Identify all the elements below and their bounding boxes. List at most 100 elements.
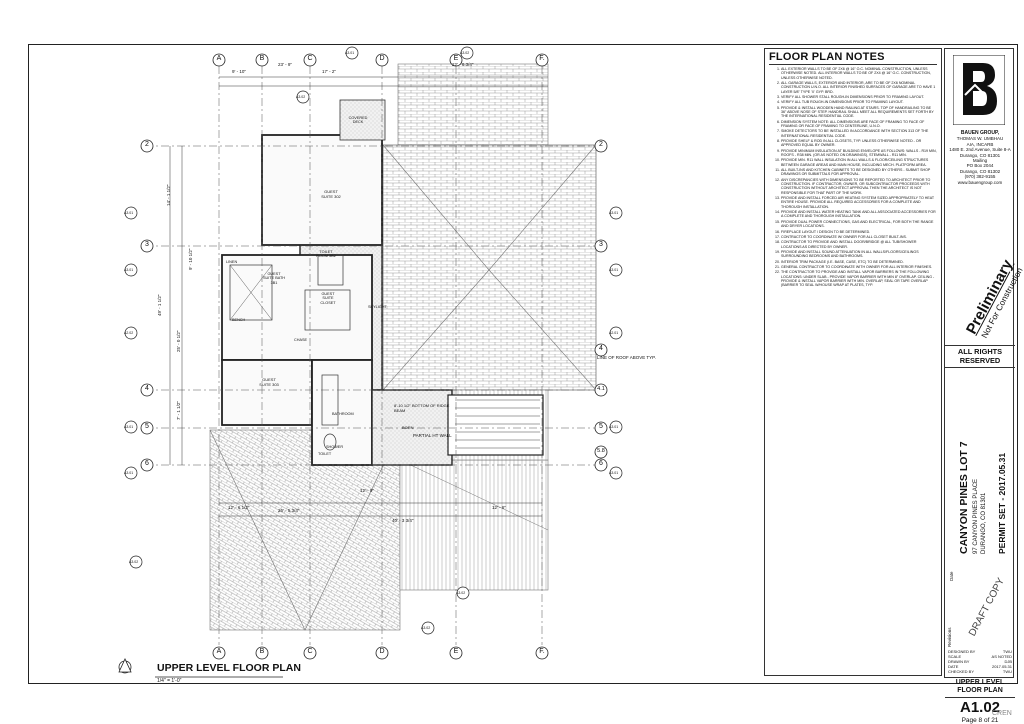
grid-col-B-bottom: B [259, 648, 265, 655]
permit-set: PERMIT SET - 2017.05.31 [997, 452, 1007, 554]
grid-row-3-right: 3 [599, 241, 603, 248]
section-tag: A3.02 [460, 51, 470, 55]
drawing-sheet-border [28, 44, 1018, 684]
section-tag: A3.01 [124, 268, 134, 272]
firm-line: 1480 E. 2nd Avenue, Suite 8-A [949, 147, 1011, 153]
project-address-1: 97 CANYON PINES PLACE [973, 478, 979, 554]
dim-bottom-0: 12' - 6 1/2" [228, 505, 250, 510]
firm-line: Durango, CO 81302 [959, 168, 1001, 174]
project-name: CANYON PINES LOT 7 [958, 441, 970, 554]
meta-value: 2017.05.31 [991, 664, 1012, 669]
grid-col-B-top: B [259, 55, 265, 62]
room-label-guest-closet: GUEST SUITE CLOSET [320, 292, 336, 305]
guest-bath-block [221, 254, 373, 361]
grid-col-F-top: F. [539, 55, 545, 62]
meta-key: DESIGNED BY [948, 649, 976, 654]
firm-line: www.bauengroup.com [957, 179, 1003, 185]
note-item: SMOKE DETECTORS TO BE INSTALLED IN ACCOR… [781, 129, 937, 138]
all-rights-reserved: ALL RIGHTS RESERVED [945, 345, 1015, 368]
section-tag: A3.01 [609, 471, 619, 475]
section-tag: A3.01 [345, 51, 355, 55]
annotation-partial-wall: PARTIAL HT WALL [413, 433, 452, 438]
grid-col-C-top: C [307, 55, 313, 62]
roof-area-top [397, 63, 549, 147]
grid-row-2-right: 2 [599, 141, 603, 148]
note-item: THE CONTRACTOR TO PROVIDE AND INSTALL VA… [781, 270, 937, 287]
firm-line: Durango, CO 81301 [959, 152, 1001, 158]
meta-key: CHECKED BY [948, 669, 975, 674]
note-item: ALL BUILT-INS AND KITCHEN CABINETS TO BE… [781, 168, 937, 177]
note-item: PROVIDE SHELF & ROD IN ALL CLOSETS, TYP.… [781, 139, 937, 148]
grid-col-E-top: E [453, 55, 459, 62]
grid-col-A-top: A [216, 55, 222, 62]
room-label-guest-suite-303: GUEST SUITE 303 [259, 377, 279, 387]
bauen-logo-icon [953, 55, 1005, 125]
stair [447, 394, 544, 456]
room-label-skylight: SKYLIGHT [368, 305, 387, 309]
dim-bottom-3: 12' - 9" [360, 488, 374, 493]
watermark: CREN [992, 710, 1012, 717]
section-tag: A2.02 [124, 331, 134, 335]
dim-bottom-4: 12' - 6" [492, 505, 506, 510]
room-label-covered-deck: COVERED DECK [348, 116, 368, 125]
note-item: PROVIDE AND INSTALL WATER HEATING TANK A… [781, 210, 937, 219]
section-tag: A3.02 [296, 95, 306, 99]
firm-line: (970) 382-9155 [964, 174, 996, 180]
dim-top-1: 23' - 9" [278, 62, 292, 67]
note-item: VERIFY ALL SHOWER STALL ROUGH-IN DIMENSI… [781, 95, 937, 99]
dim-top-0: 9' - 10" [232, 69, 246, 74]
revisions-label: Revisions [947, 627, 952, 647]
meta-row: SCALE AS NOTED [945, 654, 1015, 659]
page-count: Page 8 of 21 [961, 717, 999, 724]
note-item: PROVIDE AND INSTALL FORCED AIR HEATING S… [781, 196, 937, 209]
note-item: CONTRACTOR TO COORDINATE W/ OWNER FOR AL… [781, 235, 937, 239]
note-item: DIMENSION SYSTEM NOTE: ALL DIMENSIONS AR… [781, 120, 937, 129]
note-item: PROVIDE DUAL POWER CONNECTIONS, GAS AND … [781, 220, 937, 229]
dim-top-2: 17' - 2" [322, 69, 336, 74]
grid-row-3-left: 3 [145, 241, 149, 248]
meta-key: SCALE [948, 654, 962, 659]
dim-left-2: 25' - 0 1/2" [176, 330, 181, 352]
dim-left-0: 14' - 1 1/2" [166, 184, 171, 206]
room-label-toilet-room: TOILET ROOM 3B2 [316, 250, 336, 259]
draft-copy-stamp: DRAFT COPY [959, 571, 1015, 639]
annotation-born: BORN [402, 425, 414, 430]
meta-value: AS NOTED [991, 654, 1012, 659]
sheet-number: A1.02 [945, 697, 1015, 716]
note-item: ALL GARAGE WALLS, EXTERIOR AND INTERIOR,… [781, 81, 937, 94]
dim-bottom-1: 26' - 5 3/4" [278, 508, 300, 513]
room-label-guest-bath: GUEST SUITE BATH 3B1 [262, 272, 286, 285]
guest-suite-303 [221, 359, 313, 426]
dim-bottom-2: 40' - 3 3/4" [392, 518, 414, 523]
grid-row-6-right: 6 [599, 460, 603, 467]
note-item: PROVIDE MINIMUM INSULATION AT BUILDING E… [781, 149, 937, 158]
room-label-linen: LINEN [226, 260, 238, 264]
section-tag: A3.02 [129, 560, 139, 564]
dim-left-3: 7' - 1 1/2" [176, 401, 181, 420]
dim-left-4: 9' - 10 1/2" [188, 248, 193, 270]
meta-key: DRAWN BY [948, 659, 970, 664]
draft-copy-text: DRAFT COPY [967, 576, 1007, 639]
dim-top-3: 22' - 6 3/4" [452, 62, 474, 67]
note-item: GENERAL CONTRACTOR TO COORDINATE WITH OW… [781, 265, 937, 269]
roof-area-lower-right [399, 459, 549, 591]
meta-value: TWU [1002, 669, 1012, 674]
section-tag: A3.01 [609, 268, 619, 272]
firm-line: THOMAS W. UMBHAU [956, 136, 1004, 142]
firm-line: PO Box 2044 [966, 163, 994, 169]
notes-list: ALL EXTERIOR WALLS TO BE OF 2X6 @ 16" O.… [765, 67, 941, 288]
note-item: ALL EXTERIOR WALLS TO BE OF 2X6 @ 16" O.… [781, 67, 937, 80]
date-label: Date [949, 571, 954, 581]
grid-col-F-bottom: F. [539, 648, 545, 655]
floor-plan-notes: FLOOR PLAN NOTES ALL EXTERIOR WALLS TO B… [764, 48, 942, 676]
title-block: BAUEN GROUP, THOMAS W. UMBHAU AIA, INCAR… [944, 48, 1024, 724]
section-tag: A3.02 [421, 626, 431, 630]
note-item: INTERIOR TRIM PACKAGE (i.e. BASE, CASE, … [781, 260, 937, 264]
note-item: ANY DISCREPANCIES WITH DIMENSIONS TO BE … [781, 178, 937, 195]
firm-name: BAUEN GROUP, [960, 130, 1000, 136]
dim-left-1: 49' - 1 1/2" [157, 294, 162, 316]
meta-value: TWU [1002, 649, 1012, 654]
grid-col-E-bottom: E [453, 648, 459, 655]
